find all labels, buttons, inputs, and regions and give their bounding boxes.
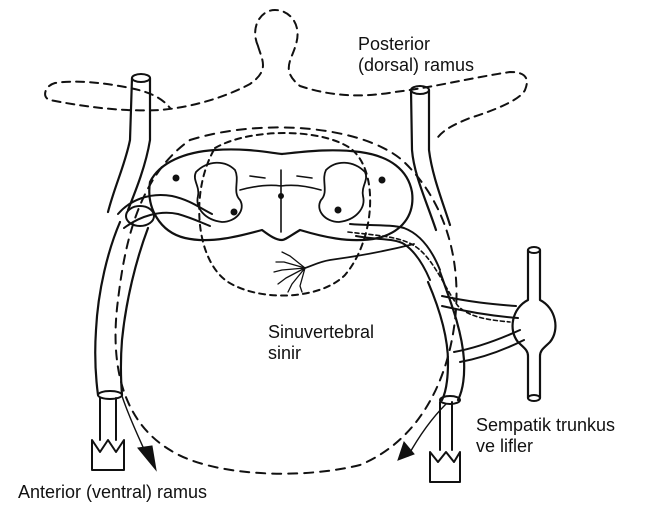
sympathetic-trunk-top — [528, 247, 540, 253]
anterior-ramus-left-end — [98, 391, 122, 399]
vertebral-body-outline — [116, 127, 457, 473]
central-canal — [279, 194, 284, 199]
sinuvertebral-nerve — [305, 244, 414, 268]
sinuvertebral-label-line2: sinir — [268, 343, 374, 364]
sympathetic-trunk-label-line1: Sempatik trunkus — [476, 415, 615, 436]
dorsal-ganglion-left — [173, 175, 179, 181]
ventral-dot-left — [231, 209, 237, 215]
dorsal-ganglion-right — [379, 177, 385, 183]
posterior-ramus-label-line2: (dorsal) ramus — [358, 55, 474, 76]
sympathetic-trunk-bottom — [528, 395, 540, 401]
grey-matter-right — [319, 163, 366, 222]
posterior-ramus-label: Posterior (dorsal) ramus — [358, 34, 474, 76]
anterior-ramus-label-line1: Anterior (ventral) ramus — [18, 482, 207, 503]
sinuvertebral-branching — [274, 252, 305, 292]
right-arrowhead — [398, 442, 414, 460]
anterior-ramus-right — [428, 272, 464, 400]
right-nerve-root — [350, 224, 440, 280]
posterior-ramus-left — [108, 78, 150, 212]
posterior-ramus-right — [411, 90, 450, 230]
sinuvertebral-label: Sinuvertebral sinir — [268, 322, 374, 364]
right-nerve-ending — [430, 402, 460, 482]
central-commissure — [240, 170, 321, 232]
sympathetic-trunk — [513, 250, 556, 398]
sinuvertebral-label-line1: Sinuvertebral — [268, 322, 374, 343]
ventral-dot-right — [335, 207, 341, 213]
anterior-ramus-left — [95, 222, 148, 395]
left-arrowhead — [138, 446, 156, 470]
left-nerve-ending — [92, 398, 124, 470]
sympathetic-trunk-label-line2: ve lifler — [476, 436, 615, 457]
anterior-ramus-label: Anterior (ventral) ramus — [18, 482, 207, 503]
posterior-ramus-left-end — [132, 74, 150, 82]
dural-sac-outline — [199, 133, 370, 296]
posterior-ramus-label-line1: Posterior — [358, 34, 474, 55]
sympathetic-trunk-label: Sempatik trunkus ve lifler — [476, 415, 615, 457]
